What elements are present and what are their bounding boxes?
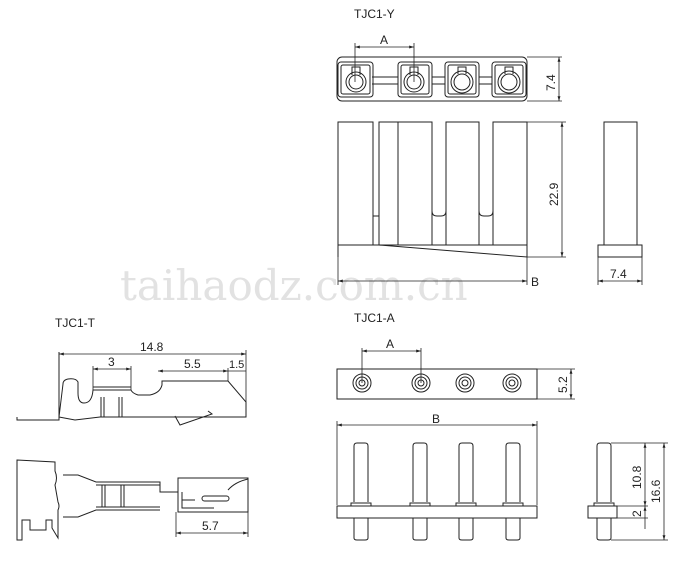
dim-side-width-label: 7.4 — [610, 267, 627, 281]
dim-base-label: 2 — [630, 510, 644, 517]
tjc1-a-front-view: B — [336, 412, 538, 541]
tjc1-a-top-view: A 5.2 — [336, 337, 575, 400]
pin — [455, 442, 477, 541]
tjc1-t-side-view: 14.8 3 5.5 1.5 — [16, 340, 247, 426]
tjc1-t-bottom-view: 5.7 — [16, 459, 249, 541]
pin-hole — [502, 373, 522, 393]
dim-b-label: B — [531, 275, 539, 289]
watermark: taihaodz.com.cn — [120, 261, 468, 310]
pin-hole — [455, 373, 475, 393]
tjc1-y-front-view: 22.9 B — [337, 121, 566, 289]
tjc1-t-drawing: TJC1-T 14.8 3 5.5 1.5 — [16, 316, 249, 541]
dim-top-height-label: 5.2 — [556, 376, 570, 393]
tjc1-a-drawing: TJC1-A A 5.2 B — [336, 311, 668, 541]
dim-front-height-label: 22.9 — [547, 182, 561, 206]
dim-total-height-label: 16.6 — [649, 479, 663, 503]
tjc1-t-title: TJC1-T — [55, 316, 96, 330]
dim-bottom-label: 5.7 — [202, 519, 219, 533]
dim-contact-label: 5.5 — [184, 357, 201, 371]
dim-a-label: A — [380, 33, 388, 47]
dim-a-label: A — [386, 337, 394, 351]
dim-top-height-label: 7.4 — [544, 74, 558, 91]
pin — [350, 442, 372, 541]
pin — [502, 442, 524, 541]
pin — [409, 442, 431, 541]
tjc1-y-title: TJC1-Y — [354, 7, 395, 21]
tjc1-y-top-view: A 7.4 — [336, 33, 562, 102]
cell — [444, 61, 480, 98]
dim-b-label: B — [432, 412, 440, 426]
dim-crimp-label: 3 — [108, 355, 115, 369]
tjc1-y-side-view: 7.4 — [597, 121, 643, 285]
dim-pin-upper-label: 10.8 — [630, 465, 644, 489]
cell — [397, 61, 433, 98]
cell — [491, 61, 527, 98]
dim-total-length-label: 14.8 — [140, 340, 164, 354]
tjc1-a-title: TJC1-A — [354, 311, 395, 325]
dim-tip-label: 1.5 — [229, 359, 244, 371]
tjc1-y-drawing: TJC1-Y A 7.4 22.9 — [336, 7, 643, 289]
tjc1-a-side-view: 10.8 2 16.6 — [587, 442, 668, 541]
cell — [337, 61, 374, 98]
